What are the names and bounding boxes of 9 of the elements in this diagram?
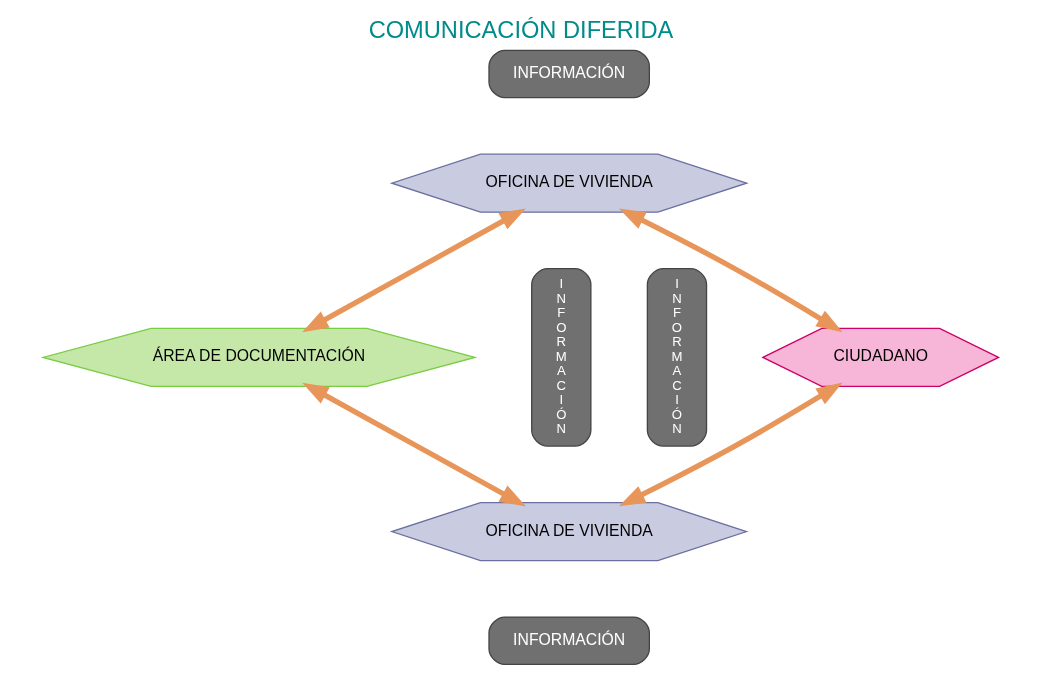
arrow xyxy=(618,208,843,333)
node-box: INFORMACIÓN xyxy=(487,616,650,666)
node-box: INFORMACIÓN xyxy=(487,49,650,99)
diagram-title: COMUNICACIÓN DIFERIDA xyxy=(368,16,673,43)
arrow xyxy=(301,382,526,507)
arrow xyxy=(618,382,843,507)
arrow xyxy=(301,208,526,333)
node-box: INFORMACIÓN xyxy=(646,268,707,447)
node-box: INFORMACIÓN xyxy=(530,268,592,447)
